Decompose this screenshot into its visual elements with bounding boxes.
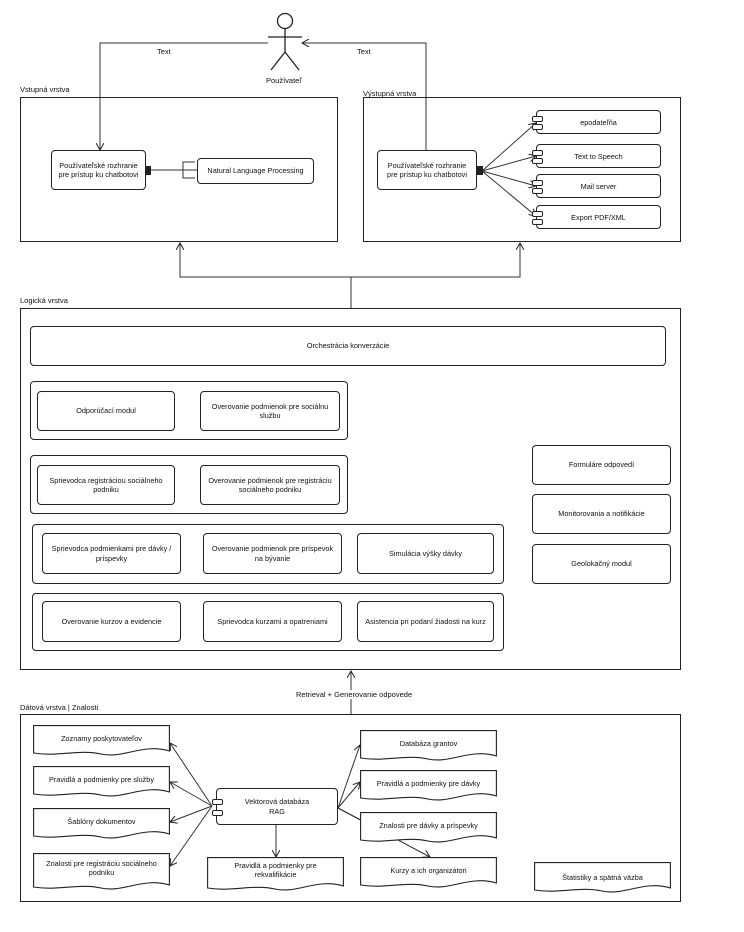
logic-module: Sprievodca podmienkami pre dávky / prísp… xyxy=(42,533,181,574)
stick-figure-icon xyxy=(268,12,302,71)
doc-bottom: Pravidlá a podmienky pre rekvalifikácie xyxy=(207,857,344,893)
vector-db-component: Vektorová databáza RAG xyxy=(212,788,338,825)
doc-label: Zoznamy poskytovateľov xyxy=(61,734,142,743)
output-layer-title: Výstupná vrstva xyxy=(363,89,417,98)
logic-module: Odporúčací modul xyxy=(37,391,175,431)
doc-right-0: Databáza grantov xyxy=(360,730,497,763)
data-layer-frame xyxy=(20,714,681,902)
component-mail-server: Mail server xyxy=(532,174,661,198)
input-layer-title: Vstupná vrstva xyxy=(20,85,70,94)
document-shape-icon xyxy=(360,857,497,888)
component-text-to-speech: Text to Speech xyxy=(532,144,661,168)
data-layer-title: Dátová vrstva | Znalosti xyxy=(20,703,99,712)
document-shape-icon xyxy=(33,725,170,756)
doc-label: Znalosti pre registráciu sociálneho podn… xyxy=(46,859,157,878)
nlp-box: Natural Language Processing xyxy=(197,158,314,184)
component-label: Mail server xyxy=(580,181,617,191)
doc-left-3: Znalosti pre registráciu sociálneho podn… xyxy=(33,853,170,893)
logic-layer-frame xyxy=(20,308,681,670)
logic-group-4 xyxy=(32,593,504,651)
document-shape-icon xyxy=(207,857,344,891)
doc-label: Šablóny dokumentov xyxy=(67,817,136,826)
document-shape-icon xyxy=(534,862,671,893)
logic-group-3 xyxy=(32,524,504,584)
document-shape-icon xyxy=(360,812,497,843)
doc-label: Pravidlá a podmienky pre dávky xyxy=(376,779,481,788)
doc-label: Kurzy a ich organizátori xyxy=(390,866,467,875)
doc-right-2: Znalosti pre dávky a príspevky xyxy=(360,812,497,845)
arrow-label-text-right: Text xyxy=(357,47,371,56)
document-shape-icon xyxy=(360,770,497,801)
doc-label: Znalosti pre dávky a príspevky xyxy=(379,821,478,830)
input-ui-box: Používateľské rozhranie pre prístup ku c… xyxy=(51,150,146,190)
logic-group-1 xyxy=(30,381,348,440)
logic-group-2 xyxy=(30,455,348,514)
logic-module: Simulácia výšky dávky xyxy=(357,533,494,574)
vector-db-label: Vektorová databáza RAG xyxy=(244,797,310,816)
doc-right-1: Pravidlá a podmienky pre dávky xyxy=(360,770,497,803)
logic-module: Overovanie kurzov a evidencie xyxy=(42,601,181,642)
output-layer-frame xyxy=(363,97,681,242)
doc-label: Databáza grantov xyxy=(399,739,458,748)
document-shape-icon xyxy=(360,730,497,761)
doc-left-0: Zoznamy poskytovateľov xyxy=(33,725,170,758)
document-shape-icon xyxy=(33,766,170,797)
document-shape-icon xyxy=(33,808,170,839)
logic-module: Sprievodca kurzami a opatreniami xyxy=(203,601,342,642)
retrieval-label: Retrieval + Generovanie odpovede xyxy=(296,690,413,699)
actor-label: Používateľ xyxy=(266,76,302,85)
component-label: Text to Speech xyxy=(574,151,623,161)
doc-stats: Štatistiky a spätná väzba xyxy=(534,862,671,895)
component-epodatelna: epodateľňa xyxy=(532,110,661,134)
doc-left-2: Šablóny dokumentov xyxy=(33,808,170,841)
output-ui-box: Používateľské rozhranie pre prístup ku c… xyxy=(377,150,477,190)
logic-module: Overovanie podmienok pre registráciu soc… xyxy=(200,465,340,505)
doc-right-3: Kurzy a ich organizátori xyxy=(360,857,497,890)
component-label: Export PDF/XML xyxy=(571,212,626,222)
doc-label: Pravidlá a podmienky pre služby xyxy=(48,775,155,784)
logic-module-right: Monitorovania a notifikácie xyxy=(532,494,671,534)
doc-label: Štatistiky a spätná väzba xyxy=(562,873,643,882)
logic-module: Overovanie podmienok pre príspevok na bý… xyxy=(203,533,342,574)
doc-left-1: Pravidlá a podmienky pre služby xyxy=(33,766,170,799)
doc-label: Pravidlá a podmienky pre rekvalifikácie xyxy=(234,861,317,880)
component-export-pdf-xml: Export PDF/XML xyxy=(532,205,661,229)
logic-module: Asistencia pri podaní žiadosti na kurz xyxy=(357,601,494,642)
logic-module-right: Formuláre odpovedí xyxy=(532,445,671,485)
logic-module: Overovanie podmienok pre sociálnu službu xyxy=(200,391,340,431)
orchestration-box: Orchestrácia konverzácie xyxy=(30,326,666,366)
arrow-label-text-left: Text xyxy=(157,47,171,56)
logic-module: Sprievodca registráciou sociálneho podni… xyxy=(37,465,175,505)
logic-layer-title: Logická vrstva xyxy=(20,296,68,305)
user-actor xyxy=(262,10,308,72)
input-layer-frame xyxy=(20,97,338,242)
logic-module-right: Geolokačný modul xyxy=(532,544,671,584)
component-label: epodateľňa xyxy=(580,117,617,127)
document-shape-icon xyxy=(33,853,170,890)
